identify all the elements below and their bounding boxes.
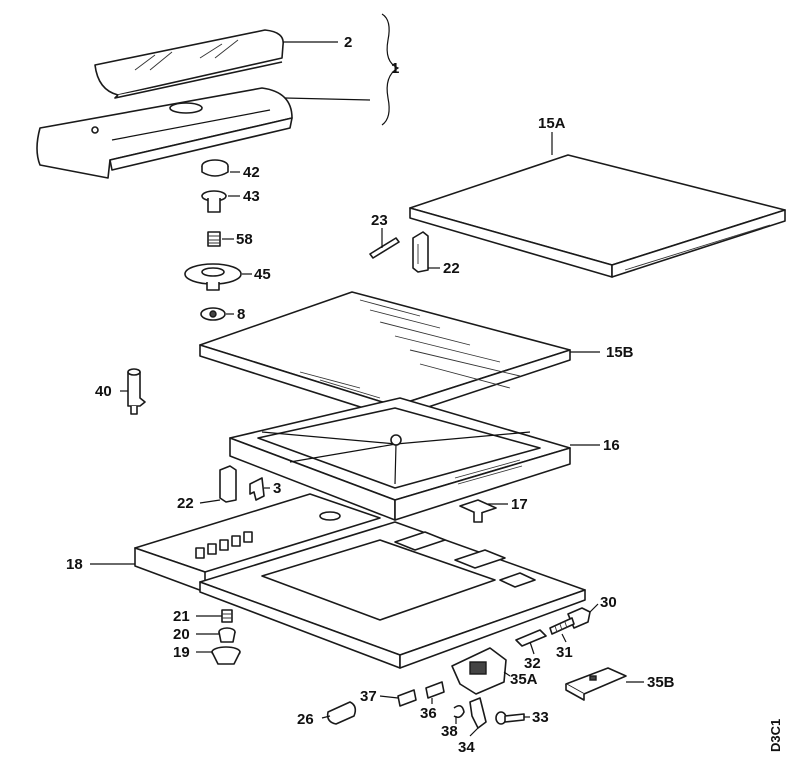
label-43: 43 xyxy=(243,188,260,205)
label-3: 3 xyxy=(273,480,281,497)
label-35a: 35A xyxy=(510,671,538,688)
label-22-upper: 22 xyxy=(443,260,460,277)
part-15a-lid xyxy=(409,154,786,278)
label-18: 18 xyxy=(66,556,83,573)
part-21-spring xyxy=(221,609,233,623)
part-23-pin xyxy=(369,237,400,259)
part-16-inner-frame xyxy=(229,397,571,521)
part-35a-lock-assembly xyxy=(451,647,507,695)
label-30: 30 xyxy=(600,594,617,611)
part-8-washer xyxy=(200,307,226,321)
part-31-spring xyxy=(549,617,575,635)
label-21: 21 xyxy=(173,608,190,625)
label-42: 42 xyxy=(243,164,260,181)
label-31: 31 xyxy=(556,644,573,661)
part-32-slider xyxy=(515,629,547,647)
label-26: 26 xyxy=(297,711,314,728)
label-8: 8 xyxy=(237,306,245,323)
label-45: 45 xyxy=(254,266,271,283)
part-37-clip xyxy=(397,689,417,707)
tray-buttons xyxy=(195,531,253,559)
part-2-glass-panel xyxy=(94,29,284,99)
part-43-spindle xyxy=(201,190,227,213)
part-40-switch xyxy=(127,368,146,415)
leader-lines xyxy=(90,13,644,737)
part-35b-lock-plate xyxy=(565,667,627,701)
part-22-hinge-upper xyxy=(412,231,429,273)
label-34: 34 xyxy=(458,739,475,756)
part-20-cap xyxy=(218,627,236,643)
label-2: 2 xyxy=(344,34,352,51)
label-22-lower: 22 xyxy=(177,495,194,512)
part-33-screw xyxy=(495,711,525,725)
part-22-hinge-lower xyxy=(219,465,237,503)
part-1-control-panel-housing xyxy=(36,87,293,179)
label-36: 36 xyxy=(420,705,437,722)
part-38-ring xyxy=(453,704,465,719)
label-35b: 35B xyxy=(647,674,675,691)
label-33: 33 xyxy=(532,709,549,726)
label-40: 40 xyxy=(95,383,112,400)
label-37: 37 xyxy=(360,688,377,705)
part-58-spring xyxy=(207,231,221,247)
label-17: 17 xyxy=(511,496,528,513)
label-15a: 15A xyxy=(538,115,566,132)
label-1: 1 xyxy=(391,60,399,77)
part-42-knob xyxy=(201,159,229,177)
top-plate xyxy=(199,521,586,669)
label-32: 32 xyxy=(524,655,541,672)
part-34-lever xyxy=(469,697,487,729)
label-23: 23 xyxy=(371,212,388,229)
part-36-catch xyxy=(425,681,445,699)
part-labels: 2 1 15A 42 43 58 45 8 23 22 15B 40 16 22… xyxy=(66,34,675,756)
label-19: 19 xyxy=(173,644,190,661)
part-15b-lid-panel xyxy=(199,291,571,419)
part-45-bezel-ring xyxy=(184,263,242,291)
label-38: 38 xyxy=(441,723,458,740)
part-19-foot xyxy=(211,646,241,665)
part-17-clip xyxy=(459,499,497,523)
part-18-control-tray xyxy=(134,493,381,593)
label-20: 20 xyxy=(173,626,190,643)
drawing-code: D3C1 xyxy=(768,719,783,752)
part-3-bracket xyxy=(249,477,265,501)
label-15b: 15B xyxy=(606,344,634,361)
label-58: 58 xyxy=(236,231,253,248)
label-16: 16 xyxy=(603,437,620,454)
part-26-hook xyxy=(326,701,357,725)
